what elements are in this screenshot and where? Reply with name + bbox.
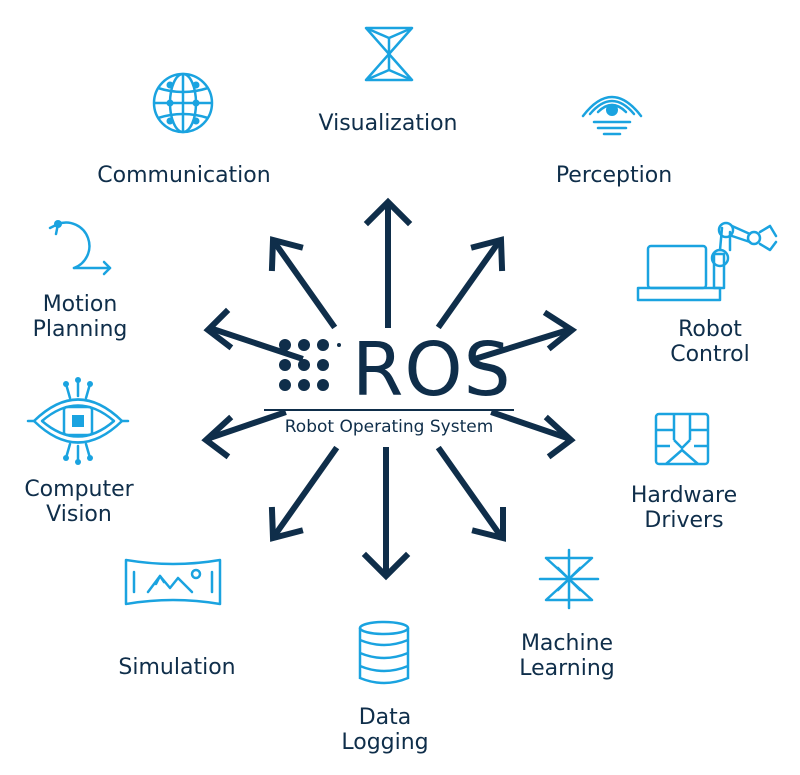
network-graph-icon: [536, 548, 602, 610]
arrow-lower-right: [435, 445, 506, 542]
eye-circuit-icon: [26, 376, 130, 466]
data-logging-label-line2: Logging: [341, 730, 429, 755]
arrow-lower-left: [268, 445, 340, 542]
eye-signal-icon: [580, 76, 644, 138]
machine-learning-label-line2: Learning: [519, 656, 615, 681]
ros-dots-icon: [279, 339, 341, 391]
perception-label: Perception: [555, 163, 673, 188]
loop-arrow-icon: [44, 216, 114, 282]
globe-network-icon: [150, 70, 216, 136]
motion-planning-label-line2: Planning: [32, 317, 128, 342]
panorama-mountains-icon: [120, 552, 226, 614]
database-icon: [356, 620, 412, 686]
arrow-left-lower: [201, 409, 287, 460]
robot-control-label-line1: Robot: [678, 317, 742, 342]
visualization-label: Visualization: [318, 111, 458, 136]
arrow-left-upper: [203, 307, 304, 362]
arrow-right-lower: [490, 409, 576, 460]
computer-vision-label-line1: Computer: [24, 477, 134, 502]
communication-label: Communication: [97, 163, 271, 188]
simulation-label: Simulation: [118, 655, 236, 680]
data-logging-label-line1: Data: [358, 705, 412, 730]
laptop-robot-arm-icon: [636, 218, 786, 308]
arrow-right-upper: [474, 309, 578, 362]
hardware-drivers-label-line1: Hardware: [630, 483, 738, 508]
sim-chip-icon: [652, 412, 712, 466]
hardware-drivers-label-line2: Drivers: [644, 508, 724, 533]
arrow-upper-right: [435, 236, 506, 330]
arrow-upper-left: [268, 236, 338, 330]
ros-logo-title: ROS: [352, 327, 512, 413]
logo-divider: [264, 409, 514, 411]
ros-logo-subtitle: Robot Operating System: [284, 417, 494, 437]
computer-vision-label-line2: Vision: [46, 502, 112, 527]
arrow-up: [363, 197, 413, 328]
machine-learning-label-line1: Machine: [520, 631, 614, 656]
robot-control-label-line2: Control: [670, 342, 750, 367]
motion-planning-label-line1: Motion: [42, 292, 118, 317]
hourglass-icon: [358, 24, 420, 86]
arrow-down: [361, 447, 411, 581]
